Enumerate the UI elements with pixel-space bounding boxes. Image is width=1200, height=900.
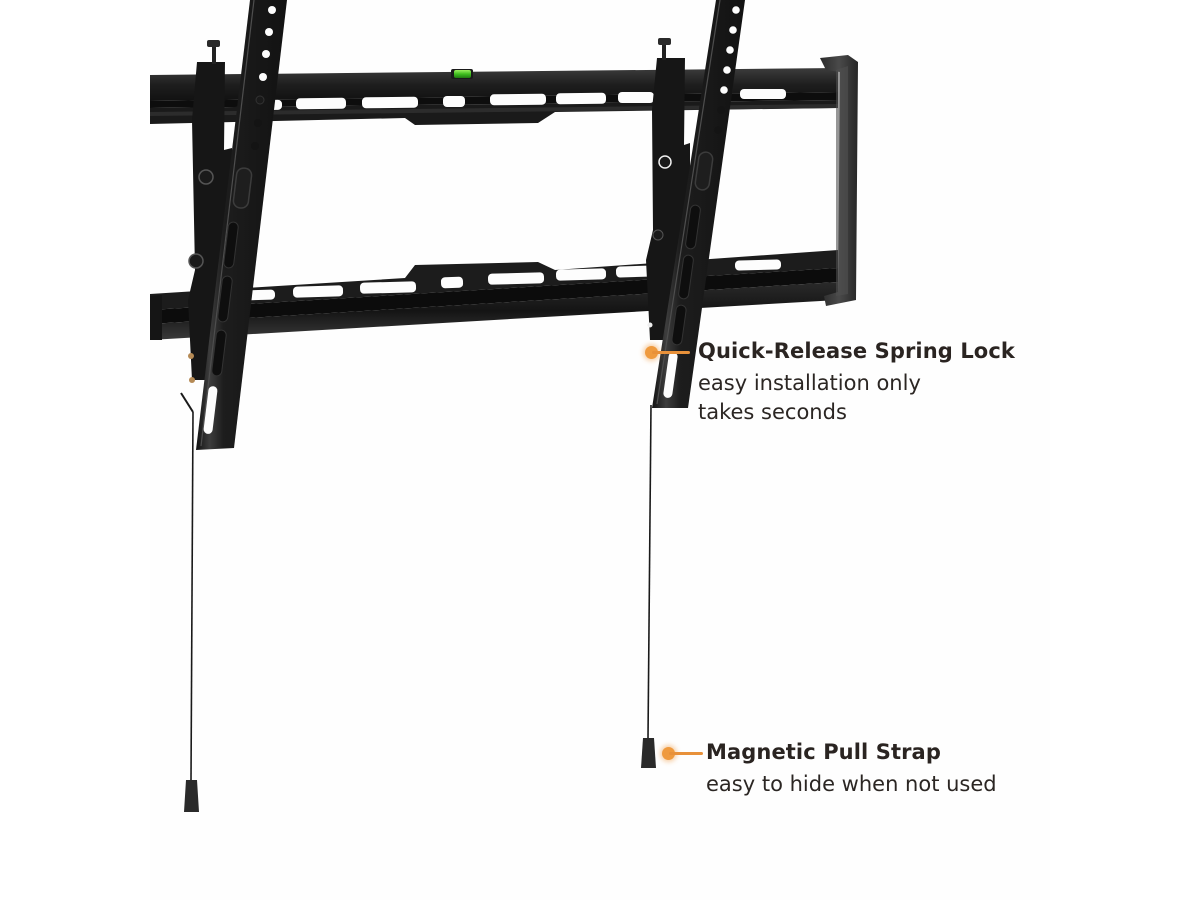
bubble-level-icon <box>451 69 473 79</box>
product-photo-panel <box>150 0 1050 900</box>
callout-description-line: takes seconds <box>698 400 847 424</box>
leader-line <box>652 351 690 354</box>
callout-description-line: easy installation only <box>698 371 921 395</box>
callout-description-line: easy to hide when not used <box>706 772 997 796</box>
rail-end-cap <box>820 55 858 306</box>
leader-dot-icon <box>645 346 658 359</box>
right-pull-strap <box>641 404 656 768</box>
left-pull-strap <box>184 411 199 812</box>
callout-title: Quick-Release Spring Lock <box>698 339 1015 363</box>
callout-title: Magnetic Pull Strap <box>706 740 941 764</box>
leader-line <box>669 752 703 755</box>
left-tilt-arm <box>180 0 287 450</box>
right-tilt-arm <box>646 0 745 408</box>
leader-dot-icon <box>662 747 675 760</box>
